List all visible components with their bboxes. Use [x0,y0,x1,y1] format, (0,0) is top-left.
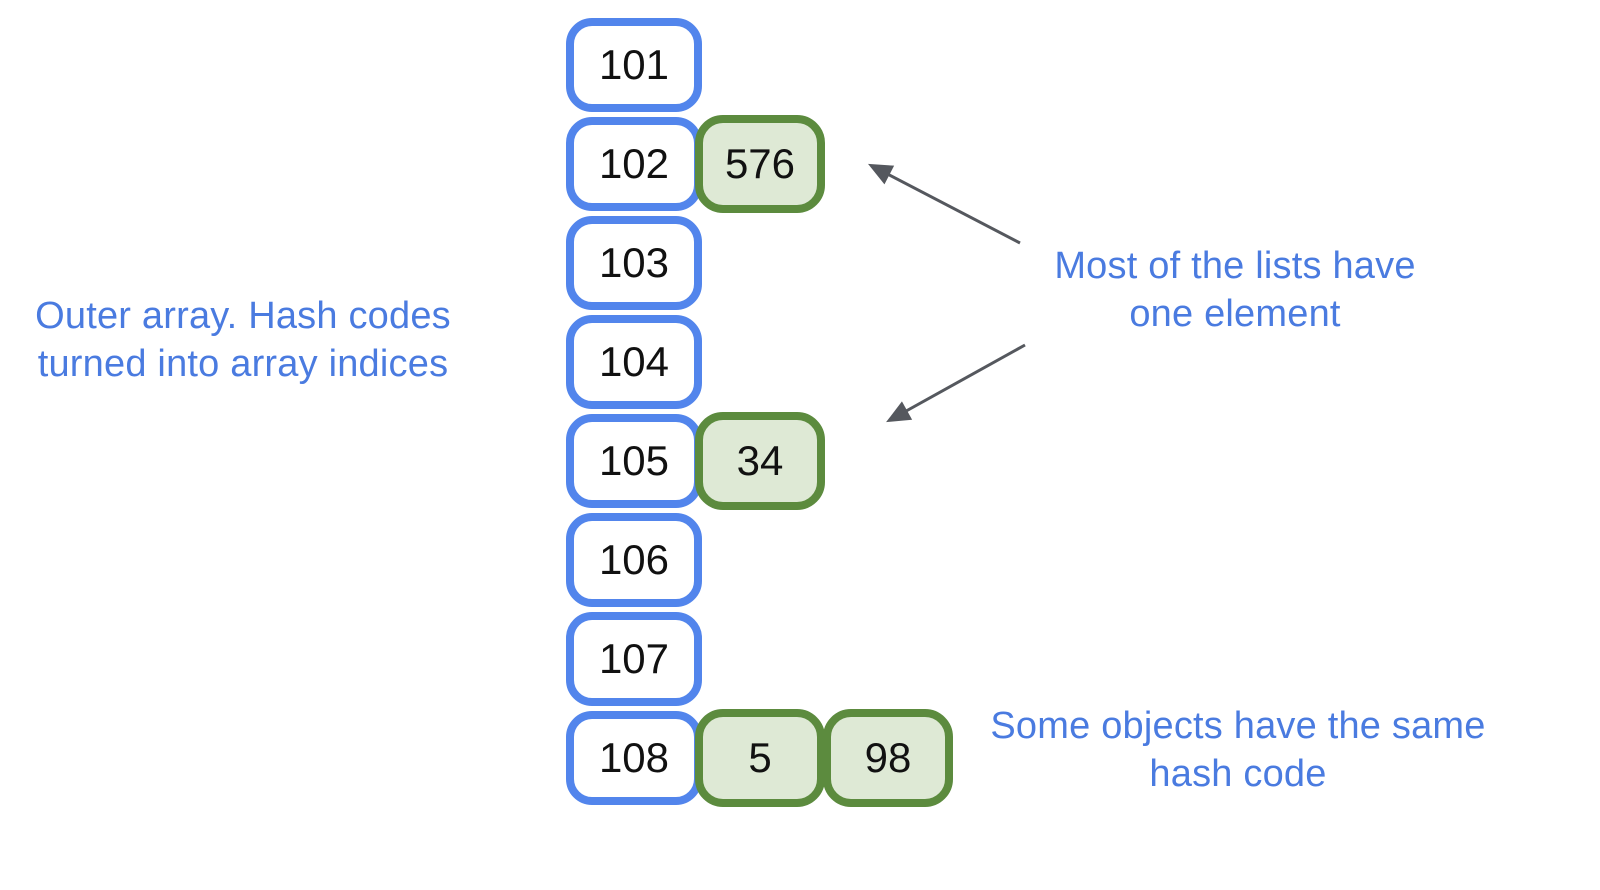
bucket-box-107: 107 [566,612,702,706]
bucket-box-104: 104 [566,315,702,409]
bucket-box-108: 108 [566,711,702,805]
bucket-row: 101 [566,18,953,112]
outer-array-label-line1: Outer array. Hash codes [35,295,451,337]
bucket-box-105: 105 [566,414,702,508]
chain-box-98: 98 [823,709,953,807]
bucket-box-103: 103 [566,216,702,310]
bucket-box-102: 102 [566,117,702,211]
chain-box-34: 34 [695,412,825,510]
bucket-box-101: 101 [566,18,702,112]
most-lists-label: Most of the lists have one element [1015,243,1455,339]
most-lists-label-line1: Most of the lists have [1054,245,1416,287]
bucket-row: 104 [566,315,953,409]
chain-box-5: 5 [695,709,825,807]
bucket-box-106: 106 [566,513,702,607]
bucket-row: 103 [566,216,953,310]
same-hash-label-line1: Some objects have the same [990,705,1486,747]
most-lists-label-line2: one element [1129,292,1341,335]
outer-array-label: Outer array. Hash codes turned into arra… [18,293,468,389]
same-hash-label-line2: hash code [1149,752,1327,795]
bucket-row: 106 [566,513,953,607]
bucket-row: 107 [566,612,953,706]
same-hash-label: Some objects have the same hash code [968,703,1508,799]
chain-box-576: 576 [695,115,825,213]
outer-array-label-line2: turned into array indices [37,342,449,385]
